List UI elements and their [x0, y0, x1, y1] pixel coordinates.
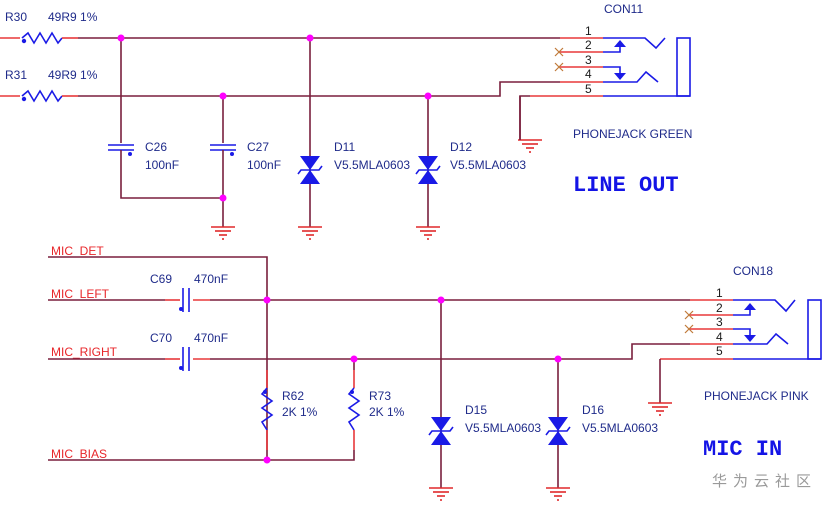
r30-ref: R30	[5, 10, 27, 24]
net-label-mic-left: MIC_LEFT	[51, 287, 110, 301]
junction-dot	[350, 355, 358, 363]
pin-number: 3	[716, 315, 723, 329]
mic-in-section: MIC_DET MIC_LEFT MIC_RIGHT MIC_BIAS C69 …	[48, 244, 822, 501]
line-out-section: R30 49R9 1% R31 49R9 1% C26 100nF	[0, 2, 692, 240]
capacitor-c70[interactable]: C70 470nF	[150, 331, 228, 371]
d11-value: V5.5MLA0603	[334, 158, 410, 172]
pin-number: 4	[716, 330, 723, 344]
ground-icon	[210, 226, 236, 240]
c27-ref: C27	[247, 140, 269, 154]
pin-number: 1	[585, 24, 592, 38]
d11-ref: D11	[334, 140, 355, 154]
c69-ref: C69	[150, 272, 172, 286]
d12-value: V5.5MLA0603	[450, 158, 526, 172]
c69-value: 470nF	[194, 272, 228, 286]
tvs-diode-d15[interactable]: D15 V5.5MLA0603	[428, 403, 541, 446]
junction-dot	[424, 92, 432, 100]
junction-dot	[219, 92, 227, 100]
ground-icon	[647, 402, 673, 416]
pin-number: 1	[716, 286, 723, 300]
con11-value: PHONEJACK GREEN	[573, 127, 692, 141]
r30-value: 49R9 1%	[48, 10, 98, 24]
pin-number: 5	[585, 82, 592, 96]
d12-ref: D12	[450, 140, 472, 154]
r62-ref: R62	[282, 389, 304, 403]
junction-dot	[306, 34, 314, 42]
con18-value: PHONEJACK PINK	[704, 389, 809, 403]
no-connect-icon	[554, 47, 564, 72]
net-label-mic-bias: MIC_BIAS	[51, 447, 107, 461]
r73-ref: R73	[369, 389, 391, 403]
ground-icon	[517, 139, 543, 153]
wire-mic-bias	[48, 450, 355, 461]
watermark: 华为云社区	[712, 472, 817, 490]
phonejack-con18[interactable]: CON18 1 2 3 4 5 PHONEJACK P	[647, 264, 822, 416]
r31-value: 49R9 1%	[48, 68, 98, 82]
capacitor-c69[interactable]: C69 470nF	[150, 272, 228, 312]
junction-dot	[554, 355, 562, 363]
net-label-mic-right: MIC_RIGHT	[51, 345, 118, 359]
d16-ref: D16	[582, 403, 604, 417]
mic-in-title: MIC IN	[703, 437, 782, 462]
resistor-r62[interactable]: R62 2K 1%	[260, 370, 318, 450]
pin-number: 3	[585, 53, 592, 67]
ground-icon	[297, 226, 323, 240]
line-out-title: LINE OUT	[573, 173, 679, 198]
tvs-diode-d16[interactable]: D16 V5.5MLA0603	[545, 403, 658, 446]
r31-ref: R31	[5, 68, 27, 82]
tvs-diode-d12[interactable]: D12 V5.5MLA0603	[415, 140, 526, 185]
d15-value: V5.5MLA0603	[465, 421, 541, 435]
pin-number: 5	[716, 344, 723, 358]
ground-icon	[545, 487, 571, 501]
pin-number: 4	[585, 67, 592, 81]
resistor-r31[interactable]: R31 49R9 1%	[0, 68, 98, 103]
c70-ref: C70	[150, 331, 172, 345]
wire-right-out	[78, 81, 560, 97]
junction-dot	[263, 456, 271, 464]
junction-dot	[437, 296, 445, 304]
c27-value: 100nF	[247, 158, 281, 172]
pin-number: 2	[585, 38, 592, 52]
no-connect-icon	[684, 310, 694, 334]
c26-ref: C26	[145, 140, 167, 154]
ground-icon	[415, 226, 441, 240]
resistor-r73[interactable]: R73 2K 1%	[347, 370, 405, 450]
ground-icon	[428, 487, 454, 501]
d15-ref: D15	[465, 403, 487, 417]
junction-dot	[219, 194, 227, 202]
wire-mic-det	[48, 256, 268, 460]
capacitor-c26[interactable]: C26 100nF	[108, 140, 179, 172]
net-label-mic-det: MIC_DET	[51, 244, 104, 258]
con11-ref: CON11	[604, 2, 643, 16]
capacitor-c27[interactable]: C27 100nF	[210, 140, 281, 172]
junction-dot	[117, 34, 125, 42]
con18-ref: CON18	[733, 264, 773, 278]
pin-number: 2	[716, 301, 723, 315]
wire-mic-right	[210, 343, 690, 360]
resistor-r30[interactable]: R30 49R9 1%	[0, 10, 98, 45]
r73-value: 2K 1%	[369, 405, 405, 419]
c70-value: 470nF	[194, 331, 228, 345]
junction-dot	[263, 296, 271, 304]
d16-value: V5.5MLA0603	[582, 421, 658, 435]
phonejack-con11[interactable]: CON11 1 2 3 4 5	[517, 2, 692, 153]
r62-value: 2K 1%	[282, 405, 318, 419]
c26-value: 100nF	[145, 158, 179, 172]
tvs-diode-d11[interactable]: D11 V5.5MLA0603	[297, 140, 410, 185]
